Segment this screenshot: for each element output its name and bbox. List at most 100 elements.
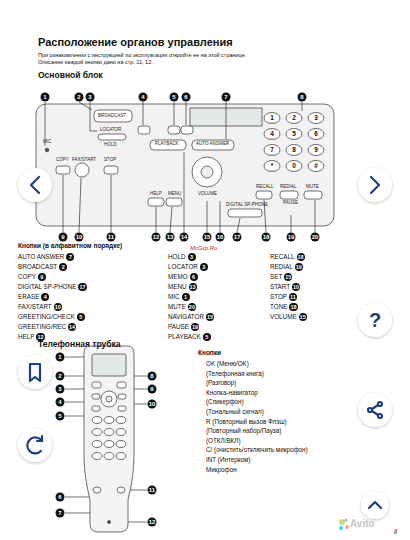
callout-number: 6 xyxy=(56,493,65,502)
index-entry: BROADCAST xyxy=(18,264,57,270)
index-number: 19 xyxy=(295,263,303,271)
index-entry: HOLD xyxy=(168,254,186,260)
key-label: 9 xyxy=(314,147,318,154)
index-entry: MIC xyxy=(168,294,180,300)
list-entry: C/ (очистить/отключить микрофон) xyxy=(206,447,308,453)
section-heading: Телефонная трубка xyxy=(38,340,121,349)
key-label: 8 xyxy=(292,147,296,154)
base-unit xyxy=(36,104,334,226)
index-number: 13 xyxy=(189,283,197,291)
list-entry: R (Повторный вызов Флэш) xyxy=(206,419,287,425)
callout-number: 3 xyxy=(56,385,65,394)
avito-logo-dots xyxy=(339,519,349,531)
button-label: BROADCAST xyxy=(98,114,126,119)
handset xyxy=(84,346,134,532)
callout-number: 8 xyxy=(148,372,157,381)
callout-number: 7 xyxy=(56,509,65,518)
list-entry: OK (Меню/OK) xyxy=(206,361,249,367)
button-label: PAUSE xyxy=(283,201,298,206)
index-entry: DIGITAL SP-PHONE xyxy=(18,284,76,290)
button-label: REDIAL xyxy=(280,185,296,190)
list-entry: (Тональный сигнал) xyxy=(206,409,264,415)
callout-number: 9 xyxy=(148,385,157,394)
callout-number: 20 xyxy=(311,233,320,242)
list-entry: (Повторный набор/Пауза) xyxy=(206,428,281,434)
index-entry: REDIAL xyxy=(270,264,293,270)
index-number: 15 xyxy=(299,313,307,321)
index-number: 15 xyxy=(206,313,214,321)
key-label: 5 xyxy=(292,131,296,138)
intro-text: При ознакомлении с инструкцией по эксплу… xyxy=(38,53,246,59)
callout-number: 11 xyxy=(148,486,157,495)
key-label: 4 xyxy=(270,131,274,138)
index-number: 5 xyxy=(77,313,85,321)
callout-number: 10 xyxy=(75,233,84,242)
callout-number: 1 xyxy=(41,93,50,102)
callout-number: 11 xyxy=(107,233,116,242)
index-entry: HELP xyxy=(18,334,34,340)
callout-number: 14 xyxy=(180,233,189,242)
index-entry: FAX/START xyxy=(18,304,52,310)
button-label: STOP xyxy=(104,158,116,163)
callout-number: 4 xyxy=(139,93,148,102)
button-label: FAX/START xyxy=(72,158,96,163)
callout-number: 8 xyxy=(298,93,307,102)
callout-number: 5 xyxy=(170,93,179,102)
index-entry: PAUSE xyxy=(168,324,189,330)
callout-number: 15 xyxy=(203,233,212,242)
key-label: 7 xyxy=(270,147,274,154)
index-number: 11 xyxy=(289,293,297,301)
key-label: 1 xyxy=(270,115,274,122)
callout-number: 18 xyxy=(262,233,271,242)
button-label: MENU xyxy=(168,192,181,197)
list-entry: Микрофон xyxy=(206,467,237,473)
callout-number: 10 xyxy=(148,400,157,409)
section-heading: Основной блок xyxy=(38,71,103,80)
list-heading: Кнопки xyxy=(198,350,221,357)
callout-number: 2 xyxy=(75,93,84,102)
callout-number: 3 xyxy=(86,93,95,102)
index-entry: GREETING/CHECK xyxy=(18,314,75,320)
index-number: 19 xyxy=(191,323,199,331)
index-entry: START xyxy=(270,284,290,290)
callout-number: 12 xyxy=(148,518,157,527)
index-number: 1 xyxy=(182,293,190,301)
index-entry: VOLUME xyxy=(270,314,297,320)
index-entry: COPY xyxy=(18,274,36,280)
callout-number: 4 xyxy=(56,398,65,407)
index-entry: MENU xyxy=(168,284,187,290)
callout-number: 16 xyxy=(216,233,225,242)
index-entry: STOP xyxy=(270,294,287,300)
watermark: McGrp.Ru xyxy=(190,245,217,251)
list-entry: (Телефонная книга) xyxy=(206,371,264,377)
index-entry: MUTE xyxy=(168,304,186,310)
callout-number: 2 xyxy=(56,372,65,381)
button-label: LOCATOR xyxy=(100,128,121,133)
list-entry: (Разговор) xyxy=(206,380,236,386)
index-number: 6 xyxy=(190,273,198,281)
list-entry: (Спикерфон) xyxy=(206,399,244,405)
callout-number: 7 xyxy=(222,93,231,102)
button-label: MUTE xyxy=(306,185,319,190)
key-label: 3 xyxy=(314,115,318,122)
index-number: 3 xyxy=(200,263,208,271)
key-label: # xyxy=(314,163,318,170)
help-icon: ? xyxy=(369,310,381,330)
index-number: 10 xyxy=(292,283,300,291)
page-number: ii xyxy=(394,528,397,535)
index-number: 4 xyxy=(41,293,49,301)
button-label: COPY xyxy=(56,158,69,163)
button-label: PLAYBACK xyxy=(155,142,178,147)
index-number: 18 xyxy=(297,253,305,261)
callout-number: 9 xyxy=(59,233,68,242)
index-number: 20 xyxy=(188,303,196,311)
page-title: Расположение органов управления xyxy=(38,37,233,48)
button-label: VOLUME xyxy=(198,192,217,197)
index-entry: LOCATOR xyxy=(168,264,198,270)
index-number: 7 xyxy=(66,253,74,261)
callout-number: 17 xyxy=(233,233,242,242)
callout-number: 1 xyxy=(56,353,65,362)
button-label: MIC xyxy=(43,140,51,145)
key-label: 2 xyxy=(292,115,296,122)
